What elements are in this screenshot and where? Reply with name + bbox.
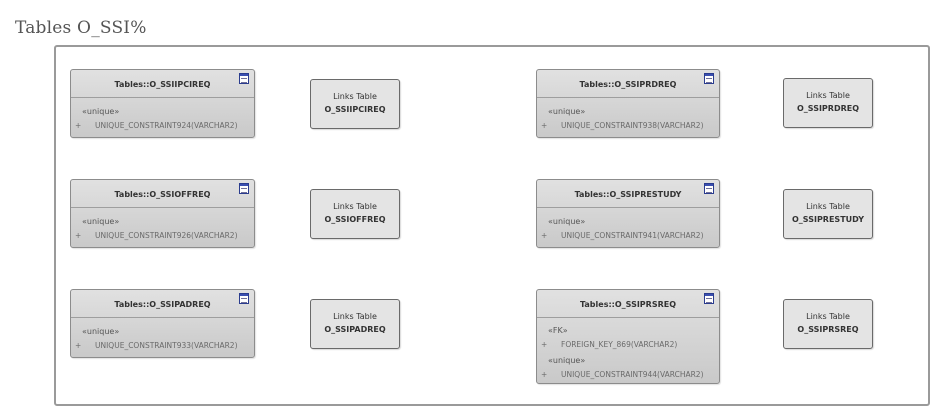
attribute-row: +FOREIGN_KEY_869(VARCHAR2) xyxy=(541,340,678,349)
stereotype-label: «FK» xyxy=(548,326,568,335)
attribute-row: +UNIQUE_CONSTRAINT941(VARCHAR2) xyxy=(541,231,704,240)
link-table-name: O_SSIPRESTUDY xyxy=(792,215,864,224)
link-table-name: O_SSIPRSREQ xyxy=(797,325,859,334)
table-entity[interactable]: Tables::O_SSIPADREQ «unique» +UNIQUE_CON… xyxy=(70,289,255,358)
page-title: Tables O_SSI% xyxy=(15,18,147,38)
table-icon xyxy=(239,183,249,194)
entity-title: Tables::O_SSIOFFREQ xyxy=(114,190,211,199)
attribute-row: +UNIQUE_CONSTRAINT933(VARCHAR2) xyxy=(75,341,238,350)
attribute-row: +UNIQUE_CONSTRAINT924(VARCHAR2) xyxy=(75,121,238,130)
table-icon xyxy=(239,73,249,84)
table-icon xyxy=(704,293,714,304)
link-label: Links Table xyxy=(333,312,377,321)
table-entity[interactable]: Tables::O_SSIOFFREQ «unique» +UNIQUE_CON… xyxy=(70,179,255,248)
link-label: Links Table xyxy=(806,312,850,321)
table-entity[interactable]: Tables::O_SSIPRDREQ «unique» +UNIQUE_CON… xyxy=(536,69,720,138)
entity-header: Tables::O_SSIPRDREQ xyxy=(537,70,719,98)
attribute-row: +UNIQUE_CONSTRAINT926(VARCHAR2) xyxy=(75,231,238,240)
links-table-node[interactable]: Links Table O_SSIIPCIREQ xyxy=(310,79,400,129)
stereotype-label: «unique» xyxy=(548,356,586,365)
entity-header: Tables::O_SSIPRSREQ xyxy=(537,290,719,318)
entity-title: Tables::O_SSIIPCIREQ xyxy=(114,80,211,89)
table-icon xyxy=(704,183,714,194)
stereotype-label: «unique» xyxy=(82,217,120,226)
links-table-node[interactable]: Links Table O_SSIPRESTUDY xyxy=(783,189,873,239)
link-table-name: O_SSIPRDREQ xyxy=(796,104,860,113)
entity-title: Tables::O_SSIPADREQ xyxy=(114,300,211,309)
stereotype-label: «unique» xyxy=(82,107,120,116)
entity-title: Tables::O_SSIPRSREQ xyxy=(579,300,677,309)
stereotype-label: «unique» xyxy=(82,327,120,336)
table-entity[interactable]: Tables::O_SSIPRESTUDY «unique» +UNIQUE_C… xyxy=(536,179,720,248)
link-label: Links Table xyxy=(806,202,850,211)
links-table-node[interactable]: Links Table O_SSIPRSREQ xyxy=(783,299,873,349)
links-table-node[interactable]: Links Table O_SSIPRDREQ xyxy=(783,78,873,128)
table-entity[interactable]: Tables::O_SSIIPCIREQ «unique» +UNIQUE_CO… xyxy=(70,69,255,138)
link-label: Links Table xyxy=(333,202,377,211)
entity-header: Tables::O_SSIOFFREQ xyxy=(71,180,254,208)
link-label: Links Table xyxy=(333,92,377,101)
table-entity[interactable]: Tables::O_SSIPRSREQ «FK» +FOREIGN_KEY_86… xyxy=(536,289,720,384)
link-table-name: O_SSIIPCIREQ xyxy=(324,105,386,114)
entity-title: Tables::O_SSIPRESTUDY xyxy=(574,190,682,199)
stereotype-label: «unique» xyxy=(548,107,586,116)
entity-header: Tables::O_SSIIPCIREQ xyxy=(71,70,254,98)
link-table-name: O_SSIOFFREQ xyxy=(324,215,386,224)
entity-header: Tables::O_SSIPADREQ xyxy=(71,290,254,318)
attribute-row: +UNIQUE_CONSTRAINT944(VARCHAR2) xyxy=(541,370,704,379)
attribute-row: +UNIQUE_CONSTRAINT938(VARCHAR2) xyxy=(541,121,704,130)
links-table-node[interactable]: Links Table O_SSIOFFREQ xyxy=(310,189,400,239)
entity-title: Tables::O_SSIPRDREQ xyxy=(579,80,677,89)
table-icon xyxy=(239,293,249,304)
stereotype-label: «unique» xyxy=(548,217,586,226)
table-icon xyxy=(704,73,714,84)
entity-header: Tables::O_SSIPRESTUDY xyxy=(537,180,719,208)
link-table-name: O_SSIPADREQ xyxy=(324,325,386,334)
link-label: Links Table xyxy=(806,91,850,100)
links-table-node[interactable]: Links Table O_SSIPADREQ xyxy=(310,299,400,349)
